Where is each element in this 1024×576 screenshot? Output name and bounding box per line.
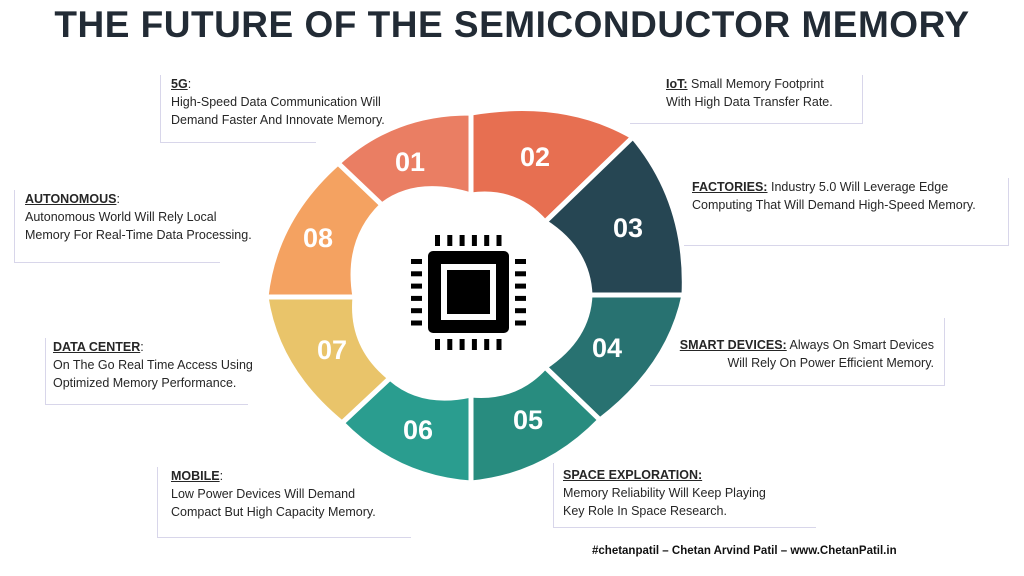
ring-numbers: 01 02 03 04 05 06 07 08 (303, 142, 643, 445)
label-space-exploration: SPACE EXPLORATION: Memory Reliability Wi… (553, 463, 816, 528)
label-text: Demand Faster And Innovate Memory. (171, 113, 385, 127)
label-text: Computing That Will Demand High-Speed Me… (692, 198, 976, 212)
label-mobile: MOBILE: Low Power Devices Will Demand Co… (157, 467, 411, 538)
label-heading: AUTONOMOUS (25, 192, 117, 206)
label-text: Key Role In Space Research. (563, 504, 727, 518)
label-smart-devices: SMART DEVICES: Always On Smart Devices W… (650, 318, 945, 386)
footer-credit: #chetanpatil – Chetan Arvind Patil – www… (592, 545, 897, 557)
label-5g: 5G: High-Speed Data Communication Will D… (160, 75, 385, 143)
label-heading: SMART DEVICES: (679, 338, 787, 352)
label-text: With High Data Transfer Rate. (666, 95, 833, 109)
segment-number: 06 (403, 415, 433, 445)
page-title: THE FUTURE OF THE SEMICONDUCTOR MEMORY (54, 4, 970, 45)
label-text: Memory Reliability Will Keep Playing (563, 486, 766, 500)
label-text: Compact But High Capacity Memory. (171, 505, 376, 519)
segment-number: 02 (520, 142, 550, 172)
label-text: Small Memory Footprint (691, 77, 824, 91)
label-heading: SPACE EXPLORATION: (563, 468, 703, 482)
segment-number: 07 (317, 335, 347, 365)
label-text: Always On Smart Devices (789, 338, 934, 352)
label-heading: FACTORIES: (692, 180, 768, 194)
label-heading: 5G (171, 77, 188, 91)
label-text: Memory For Real-Time Data Processing. (25, 228, 252, 242)
label-heading: IoT: (666, 77, 688, 91)
label-autonomous: AUTONOMOUS: Autonomous World Will Rely L… (14, 190, 252, 263)
label-text: Will Rely On Power Efficient Memory. (727, 356, 934, 370)
label-factories: FACTORIES: Industry 5.0 Will Leverage Ed… (684, 178, 1009, 246)
segment-number: 05 (513, 405, 543, 435)
label-text: Industry 5.0 Will Leverage Edge (770, 180, 949, 194)
label-text: Low Power Devices Will Demand (171, 487, 356, 501)
label-text: Optimized Memory Performance. (53, 376, 237, 390)
ring-segments (263, 106, 687, 486)
cpu-chip-icon (411, 235, 526, 350)
label-heading: DATA CENTER (53, 340, 141, 354)
segment-number: 04 (592, 333, 622, 363)
segment-number: 01 (395, 147, 425, 177)
label-heading: MOBILE (171, 469, 220, 483)
ring-segment-08 (335, 110, 474, 208)
segment-number: 08 (303, 223, 333, 253)
label-text: On The Go Real Time Access Using (53, 358, 253, 372)
label-data-center: DATA CENTER: On The Go Real Time Access … (45, 338, 253, 405)
segment-number: 03 (613, 213, 643, 243)
label-iot: IoT: Small Memory Footprint With High Da… (630, 75, 863, 124)
label-text: Autonomous World Will Rely Local (25, 210, 217, 224)
label-text: High-Speed Data Communication Will (171, 95, 381, 109)
